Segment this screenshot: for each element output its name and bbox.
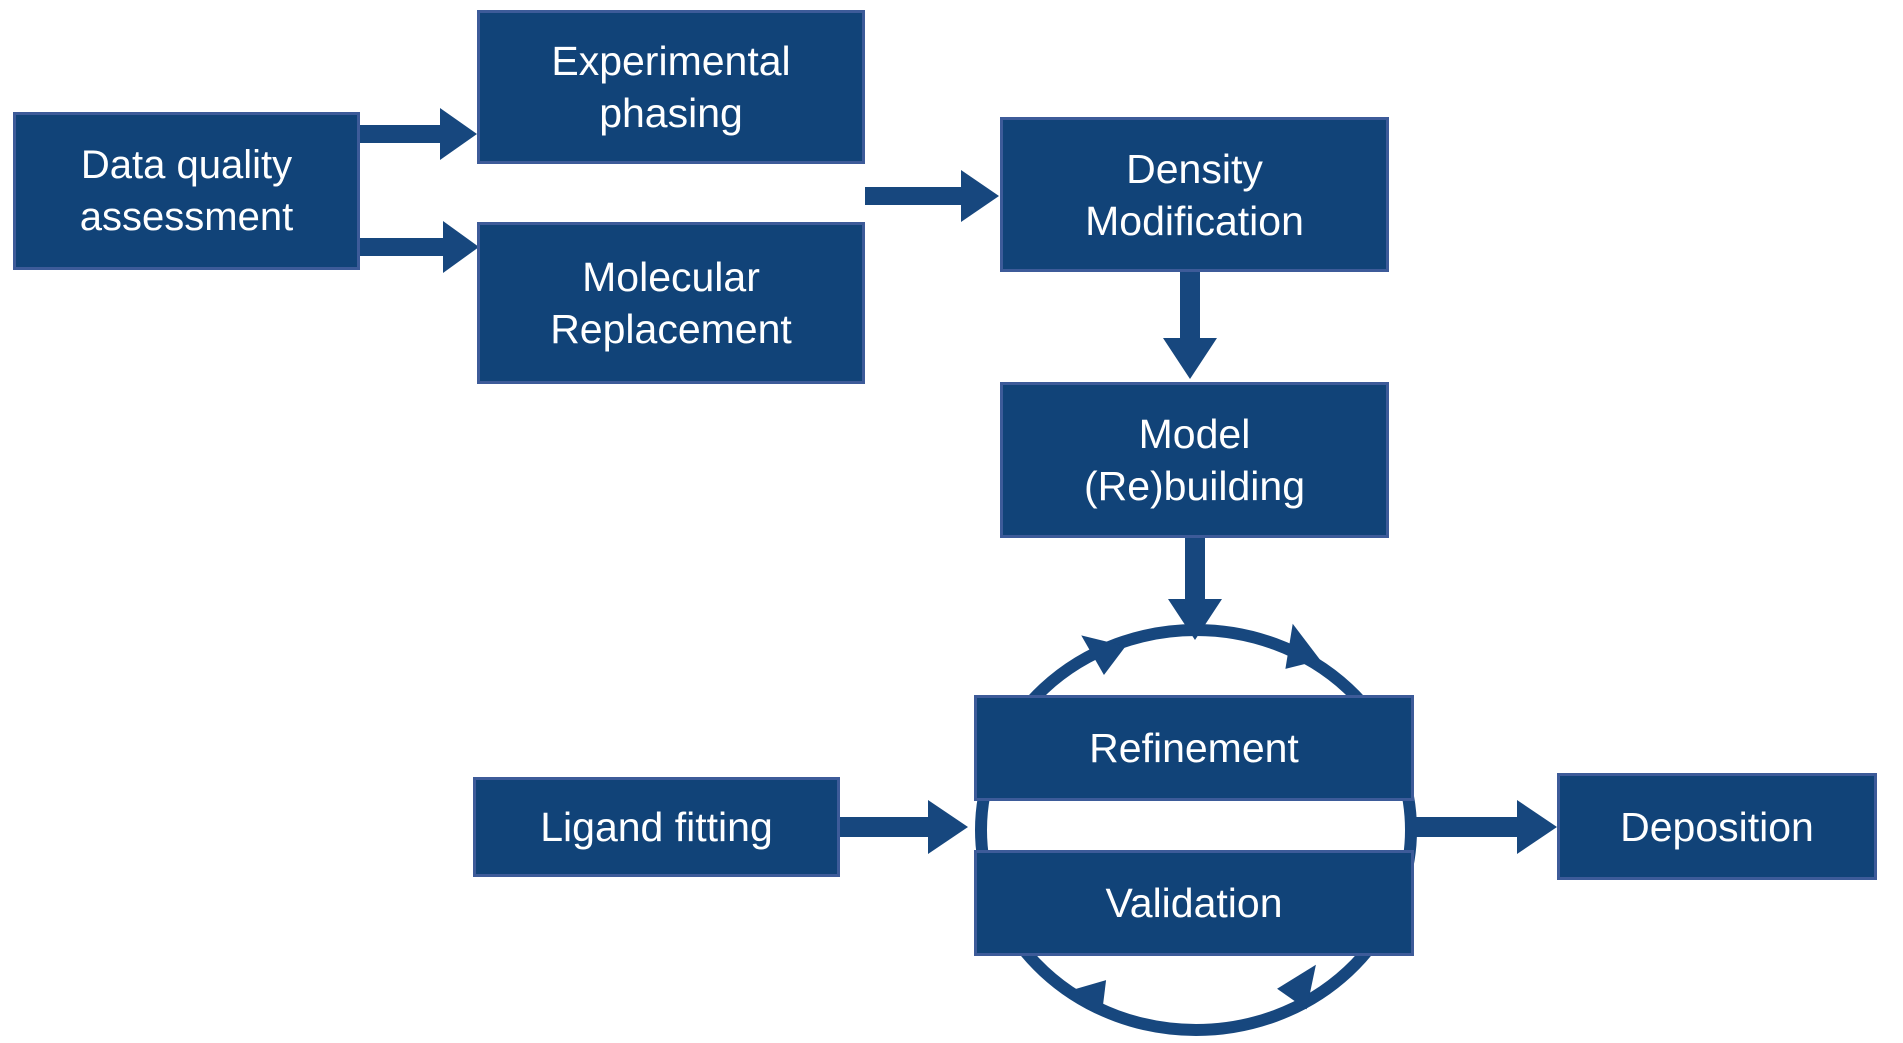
node-label-line: Model bbox=[1138, 411, 1251, 457]
cycle-gap-strip bbox=[989, 800, 1404, 851]
node-data-quality-assessment: Data quality assessment bbox=[13, 112, 360, 270]
arrow-model-to-cycle-icon bbox=[1168, 538, 1222, 640]
node-model-rebuilding: Model (Re)building bbox=[1000, 382, 1389, 538]
node-molecular-replacement: Molecular Replacement bbox=[477, 222, 865, 384]
node-validation: Validation bbox=[974, 850, 1414, 956]
node-ligand-fitting: Ligand fitting bbox=[473, 777, 840, 877]
cycle-arrowhead-bottom-right-icon bbox=[1277, 964, 1316, 1010]
node-label-line: Deposition bbox=[1620, 803, 1814, 850]
cycle-arrowhead-top-right-icon bbox=[1285, 623, 1321, 669]
node-label-line: Molecular bbox=[582, 254, 760, 300]
arrow-dq-to-experimental-phasing-icon bbox=[360, 108, 477, 160]
node-experimental-phasing: Experimental phasing bbox=[477, 10, 865, 164]
node-label-line: assessment bbox=[79, 195, 294, 239]
arrow-density-to-model-icon bbox=[1163, 272, 1217, 379]
node-label-line: phasing bbox=[599, 90, 743, 136]
arrow-ligand-to-cycle-icon bbox=[840, 800, 968, 854]
arrow-to-density-modification-icon bbox=[865, 170, 999, 222]
arrow-dq-to-molecular-replacement-icon bbox=[360, 221, 479, 273]
node-label-line: Replacement bbox=[550, 306, 792, 352]
node-label-line: Density bbox=[1126, 145, 1263, 192]
node-label-line: Validation bbox=[1105, 880, 1283, 926]
arrow-cycle-to-deposition-icon bbox=[1414, 800, 1557, 854]
node-label-line: (Re)building bbox=[1083, 463, 1306, 509]
node-label-line: Ligand fitting bbox=[540, 804, 773, 850]
cycle-arrowhead-bottom-left-icon bbox=[1062, 980, 1107, 1016]
node-refinement: Refinement bbox=[974, 695, 1414, 801]
cycle-arrowhead-top-left-icon bbox=[1081, 635, 1126, 676]
node-density-modification: Density Modification bbox=[1000, 117, 1389, 272]
node-label-line: Modification bbox=[1085, 197, 1304, 244]
node-label-line: Experimental bbox=[551, 38, 791, 84]
node-label-line: Data quality bbox=[80, 143, 293, 187]
node-deposition: Deposition bbox=[1557, 773, 1877, 880]
node-label-line: Refinement bbox=[1089, 725, 1299, 771]
